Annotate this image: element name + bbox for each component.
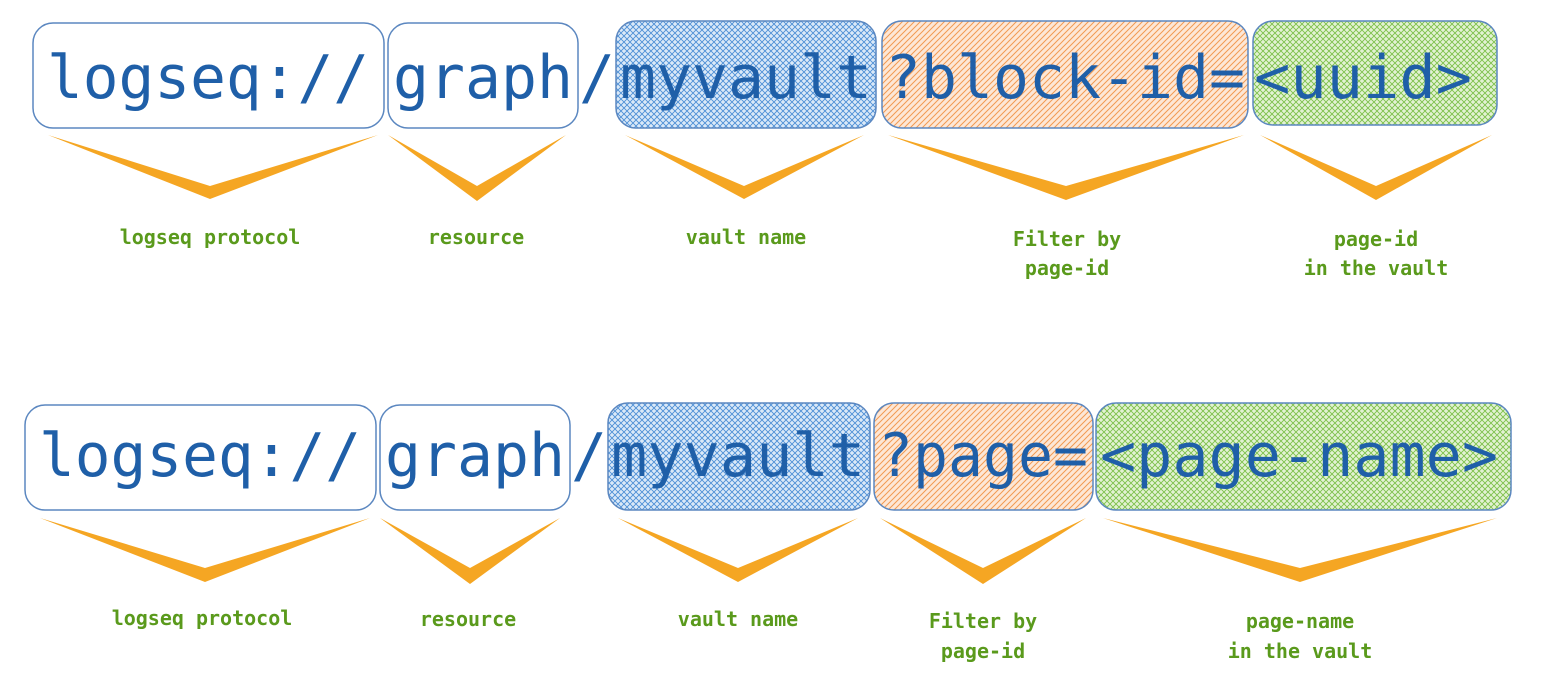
segment-text-filter: ?block-id= <box>885 43 1245 113</box>
segment-text-filter: ?page= <box>878 421 1088 491</box>
segment-box-protocol <box>24 404 377 511</box>
url-row-block-id: logseq:// graph / myvault ?block-id= <uu… <box>32 20 1498 280</box>
segment-text-protocol: logseq:// <box>47 43 369 113</box>
chevron-value <box>1103 518 1497 582</box>
label-value-line2: in the vault <box>1304 256 1449 280</box>
label-vault: vault name <box>686 225 806 249</box>
label-resource: resource <box>428 225 524 249</box>
segment-text-value: <page-name> <box>1100 421 1498 491</box>
segment-box-vault <box>615 20 877 129</box>
label-protocol: logseq protocol <box>112 606 293 630</box>
segment-box-resource <box>387 22 579 129</box>
segment-text-value: <uuid> <box>1254 43 1472 113</box>
chevron-resource <box>380 518 560 584</box>
segment-text-vault: myvault <box>620 43 872 113</box>
chevron-vault <box>618 518 858 582</box>
chevron-resource <box>388 135 566 201</box>
chevron-value <box>1260 135 1492 200</box>
url-row-page: logseq:// graph / myvault ?page= <page-n… <box>24 402 1512 663</box>
segment-text-resource: graph <box>393 43 573 113</box>
label-filter-line1: Filter by <box>1013 227 1121 251</box>
segment-box-resource <box>379 404 571 511</box>
label-filter-line2: page-id <box>1025 256 1109 280</box>
label-value-line1: page-name <box>1246 609 1354 633</box>
label-filter-line2: page-id <box>941 639 1025 663</box>
segment-box-filter <box>873 402 1094 511</box>
label-vault: vault name <box>678 607 798 631</box>
label-filter-line1: Filter by <box>929 609 1037 633</box>
chevron-filter <box>880 518 1086 584</box>
segment-text-vault: myvault <box>611 421 865 491</box>
segment-text-protocol: logseq:// <box>39 421 361 491</box>
segment-box-filter <box>881 20 1249 129</box>
chevron-protocol <box>48 135 378 199</box>
label-value-line1: page-id <box>1334 227 1418 251</box>
segment-text-resource: graph <box>385 421 565 491</box>
segment-box-vault <box>607 402 871 511</box>
segment-text-slash: / <box>579 43 615 113</box>
segment-box-value <box>1252 20 1498 126</box>
chevron-vault <box>625 135 864 199</box>
chevron-filter <box>888 135 1244 200</box>
label-value-line2: in the vault <box>1228 639 1373 663</box>
label-resource: resource <box>420 607 516 631</box>
segment-box-value <box>1095 402 1512 511</box>
segment-text-slash: / <box>571 421 607 491</box>
label-protocol: logseq protocol <box>120 225 301 249</box>
segment-box-protocol <box>32 22 385 129</box>
chevron-protocol <box>40 518 370 582</box>
